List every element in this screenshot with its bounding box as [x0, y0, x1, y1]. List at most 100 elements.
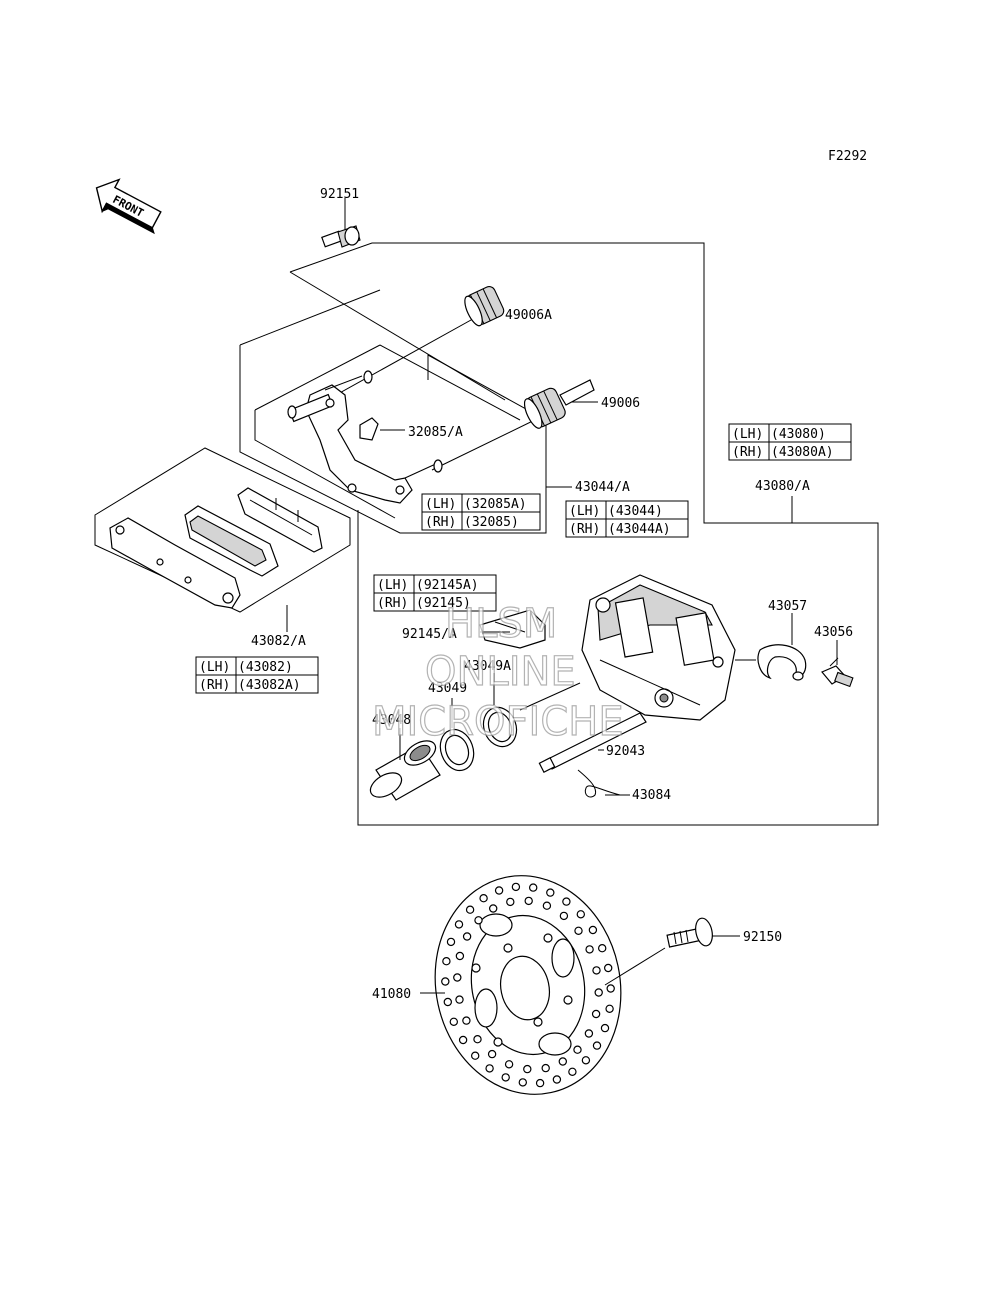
disc-hole: [487, 1049, 497, 1059]
disc-hole: [558, 1057, 568, 1066]
callout-49006A: 49006A: [505, 308, 552, 323]
disc-hole: [552, 1075, 562, 1084]
disc-hole: [592, 1041, 602, 1050]
svg-text:(LH): (LH): [569, 504, 600, 519]
disc-hole: [471, 1051, 480, 1060]
disc-hole: [506, 897, 515, 907]
disc-hole: [598, 944, 607, 953]
svg-text:(RH): (RH): [199, 678, 230, 693]
svg-text:(43082): (43082): [238, 660, 293, 675]
disc-hole: [501, 1073, 510, 1082]
clip-43084: [577, 769, 621, 798]
disc-hole: [559, 911, 569, 921]
disc-hole: [574, 926, 583, 936]
side-table-43080: (LH) (43080) (RH) (43080A): [728, 423, 852, 461]
disc-hole: [446, 937, 456, 947]
disc-hole: [462, 932, 472, 941]
front-arrow-icon: FRONT: [95, 178, 162, 235]
svg-text:(43080): (43080): [771, 427, 826, 442]
disc-hole: [462, 1016, 471, 1025]
side-table-32085: (LH) (32085A) (RH) (32085): [421, 493, 541, 531]
callout-32085A: 32085/A: [408, 425, 463, 440]
disc-hole: [449, 1017, 458, 1027]
svg-text:(43044A): (43044A): [608, 522, 671, 537]
disc-hole: [568, 1067, 577, 1077]
disc-hole: [562, 897, 571, 906]
disc-hole: [535, 1078, 545, 1088]
callout-43080A: 43080/A: [755, 479, 810, 494]
boot-49006A: [299, 286, 505, 416]
figure-code: F2292: [828, 149, 867, 164]
disc-hole: [474, 916, 483, 925]
svg-text:(RH): (RH): [732, 445, 763, 460]
disc-hole: [441, 977, 450, 986]
pin-92043: [538, 712, 647, 773]
side-table-92145: (LH) (92145A) (RH) (92145): [373, 574, 497, 612]
svg-text:(RH): (RH): [377, 596, 408, 611]
disc-hole: [605, 1004, 614, 1014]
disc-hole: [604, 963, 613, 973]
disc-hole: [455, 995, 464, 1004]
bolt-92150: [604, 917, 740, 986]
disc-hole: [591, 1009, 601, 1019]
disc-hole: [542, 901, 552, 910]
side-table-43082: (LH) (43082) (RH) (43082A): [195, 656, 319, 694]
callout-49006: 49006: [601, 396, 640, 411]
assembly-outlines: [94, 242, 879, 826]
svg-text:(43082A): (43082A): [238, 678, 301, 693]
watermark-line-1: HLSM: [445, 601, 557, 647]
callout-43049A: 43049A: [464, 659, 511, 674]
disc-hole: [485, 1064, 494, 1073]
disc-hole: [454, 920, 464, 929]
callout-92151: 92151: [320, 187, 359, 202]
svg-text:(LH): (LH): [377, 578, 408, 593]
caliper-bracket: [287, 370, 443, 504]
disc-hole: [489, 904, 498, 913]
disc-hole: [443, 997, 452, 1007]
callout-92145A: 92145/A: [402, 627, 457, 642]
callout-43057: 43057: [768, 599, 807, 614]
disc-hole: [581, 1056, 591, 1065]
seal-43049A: [482, 682, 581, 748]
svg-text:(RH): (RH): [425, 515, 456, 530]
seal-43049: [439, 728, 475, 772]
disc-hole: [585, 945, 594, 954]
disc-hole: [588, 925, 598, 935]
callout-43048: 43048: [372, 713, 411, 728]
pad-spring-92145: [479, 609, 546, 649]
disc-hole: [546, 888, 555, 897]
disc-hole: [523, 1064, 532, 1074]
svg-text:(92145): (92145): [416, 596, 471, 611]
watermark-line-2: ONLINE: [425, 649, 576, 695]
svg-text:(32085): (32085): [464, 515, 519, 530]
brake-pads: [109, 487, 323, 609]
disc-hole: [473, 1034, 482, 1044]
svg-text:(43044): (43044): [608, 504, 663, 519]
disc-hole: [458, 1035, 468, 1045]
callout-43084: 43084: [632, 788, 671, 803]
disc-hole: [576, 910, 586, 919]
callout-41080: 41080: [372, 987, 411, 1002]
callout-43082A: 43082/A: [251, 634, 306, 649]
disc-hole: [529, 883, 538, 892]
svg-text:(92145A): (92145A): [416, 578, 479, 593]
disc-hole: [442, 957, 451, 966]
disc-hole: [453, 973, 462, 982]
disc-hole: [594, 988, 603, 997]
caliper-body: [581, 574, 756, 721]
svg-text:(32085A): (32085A): [464, 497, 527, 512]
disc-hole: [504, 1060, 514, 1069]
disc-hole: [592, 966, 601, 975]
svg-text:(LH): (LH): [732, 427, 763, 442]
callout-92150: 92150: [743, 930, 782, 945]
svg-text:(43080A): (43080A): [771, 445, 834, 460]
piston-43048: [369, 740, 441, 801]
boot-49006: [431, 379, 598, 471]
callout-43056: 43056: [814, 625, 853, 640]
clip-32085: [359, 417, 405, 441]
svg-text:(LH): (LH): [425, 497, 456, 512]
disc-hole: [518, 1078, 528, 1087]
bolt-92151: [321, 198, 361, 248]
watermark-logo: HLSM ONLINE MICROFICHE: [371, 600, 624, 745]
